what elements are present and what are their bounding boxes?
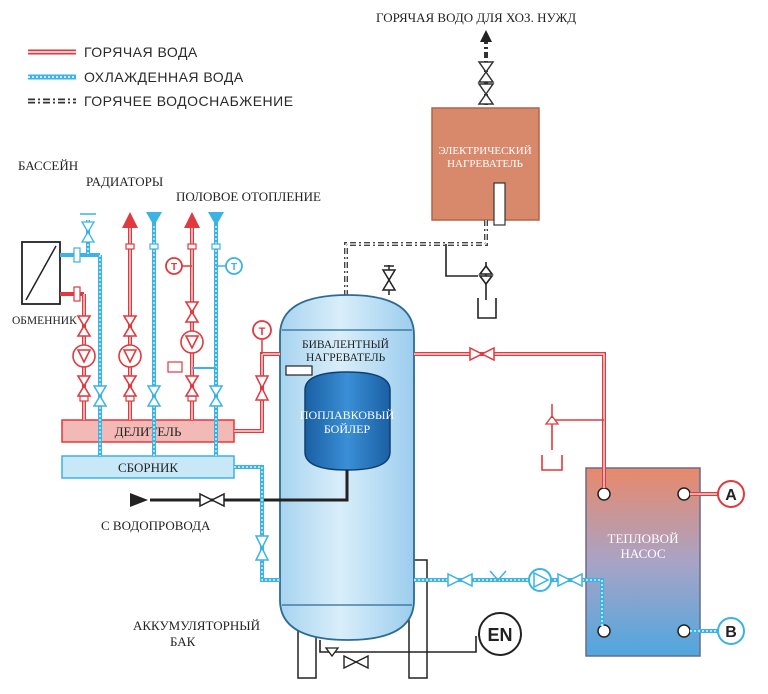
- thermometer-icon: [165, 257, 183, 275]
- arrow-down-icon: [208, 212, 224, 226]
- expansion-vessel: EN: [319, 612, 522, 670]
- float-boiler: [304, 371, 391, 471]
- bivalent-label-1: БИВАЛЕНТНЫЙ: [302, 337, 389, 351]
- legend-hot-label: ГОРЯЧАЯ ВОДА: [84, 44, 198, 60]
- hot-line-distributor-tank: T: [234, 320, 280, 433]
- arrow-down-icon: [146, 212, 162, 226]
- tank-label-1: АККУМУЛЯТОРНЫЙ: [133, 618, 260, 633]
- hot-supply-line: [344, 220, 488, 295]
- collector-label: СБОРНИК: [118, 460, 178, 475]
- label-household-hot-water: ГОРЯЧАЯ ВОДО ДЛЯ ХОЗ. НУЖД: [376, 10, 576, 25]
- heater-label-1: ЭЛЕКТРИЧЕСКИЙ: [438, 145, 531, 157]
- heat-pump-label-2: НАСОС: [620, 546, 665, 561]
- inlet-valve-icon: [199, 492, 214, 508]
- drain-branch: [445, 244, 497, 319]
- heater-label-2: НАГРЕВАТЕЛЬ: [447, 158, 523, 170]
- arrow-up-icon: [122, 212, 138, 228]
- tank-label-2: БАК: [170, 634, 196, 649]
- label-radiators: РАДИАТОРЫ: [86, 174, 163, 189]
- thermometer-label: T: [259, 326, 266, 338]
- thermometer-icon: [252, 320, 272, 340]
- cold-valve-icon: [447, 572, 462, 588]
- port-b: B: [690, 617, 745, 645]
- float-boiler-label-2: БОЙЛЕР: [324, 422, 371, 436]
- hot-valve-icon: [469, 346, 484, 362]
- arrow-up-icon: [184, 212, 200, 228]
- thermometer-label: T: [171, 262, 177, 273]
- port-a: A: [690, 480, 745, 508]
- arrow-up-icon: [480, 30, 492, 42]
- storage-tank: БИВАЛЕНТНЫЙ НАГРЕВАТЕЛЬ ПОПЛАВКОВЫЙ БОЙЛ…: [133, 294, 428, 679]
- valve-icon: [76, 384, 92, 397]
- legend-supply-label: ГОРЯЧЕЕ ВОДОСНАБЖЕНИЕ: [84, 93, 294, 109]
- distributor-label: ДЕЛИТЕЛЬ: [115, 424, 182, 439]
- hot-line-tank-pump: [414, 346, 606, 488]
- electric-heater: ЭЛЕКТРИЧЕСКИЙ НАГРЕВАТЕЛЬ: [431, 30, 540, 226]
- water-supply-line: [130, 470, 349, 508]
- air-vent-valve: [381, 265, 397, 295]
- legend-cold-label: ОХЛАЖДЕННАЯ ВОДА: [84, 69, 244, 85]
- cold-line-pump-tank: [414, 568, 604, 626]
- hot-supply-line-inner: [345, 220, 487, 295]
- port-a-label: A: [725, 487, 737, 504]
- exchanger-label: ОБМЕННИК: [12, 315, 77, 327]
- collector: СБОРНИК: [61, 455, 235, 479]
- label-floor-heating: ПОЛОВОЕ ОТОПЛЕНИЕ: [176, 189, 321, 204]
- label-pool: БАССЕЙН: [18, 158, 78, 173]
- float-boiler-label-1: ПОПЛАВКОВЫЙ: [300, 408, 395, 422]
- label-water-supply: С ВОДОПРОВОДА: [101, 518, 211, 533]
- distributor: ДЕЛИТЕЛЬ: [61, 419, 235, 443]
- valve-icon: [477, 61, 495, 74]
- cold-line-collector-tank: [234, 465, 280, 582]
- port-b-label: B: [725, 624, 737, 641]
- pipe-flanges: [79, 243, 221, 402]
- heat-pump-label-1: ТЕПЛОВОЙ: [608, 531, 679, 546]
- expansion-label: EN: [487, 625, 512, 645]
- heater-element: [493, 182, 506, 226]
- exchanger: ОБМЕННИК: [12, 241, 100, 327]
- legend: ГОРЯЧАЯ ВОДА ОХЛАЖДЕННАЯ ВОДА ГОРЯЧЕЕ ВО…: [28, 44, 294, 109]
- arrow-right-icon: [130, 493, 148, 507]
- riser-pumps: [72, 301, 204, 397]
- bivalent-heater-icon: [285, 365, 313, 376]
- bivalent-label-2: НАГРЕВАТЕЛЬ: [306, 352, 386, 364]
- riser-valves-cold: [92, 385, 224, 407]
- heat-pump: ТЕПЛОВОЙ НАСОС: [585, 467, 701, 657]
- thermometer-label: T: [231, 262, 237, 273]
- thermometer-icon: [225, 257, 243, 275]
